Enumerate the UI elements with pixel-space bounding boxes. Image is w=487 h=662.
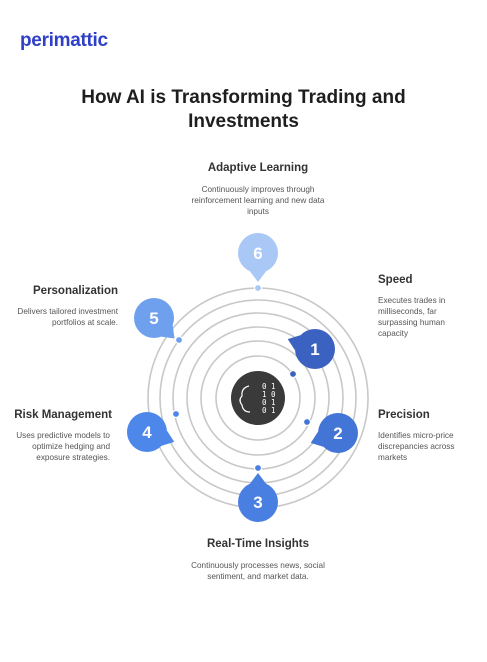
step-4-desc: Uses predictive models to optimize hedgi… [16, 431, 110, 462]
ring-1 [215, 355, 301, 441]
step-2-desc: Identifies micro-price discrepancies acr… [378, 431, 455, 462]
connector-dot-3 [253, 463, 263, 473]
step-4-label: Risk Management [14, 409, 112, 421]
step-6-desc: Continuously improves through reinforcem… [191, 185, 325, 216]
center-hub [231, 371, 285, 425]
step-badge-circle-1 [295, 329, 335, 369]
step-badge-tail-1 [287, 335, 301, 351]
step-badge-tail-6 [249, 271, 267, 282]
step-badge-number-6: 6 [253, 244, 262, 263]
step-badge-circle-2 [318, 413, 358, 453]
connector-dot-6 [253, 283, 263, 293]
connector-dot-5 [174, 335, 184, 345]
step-3-desc: Continuously processes news, social sent… [191, 561, 325, 581]
step-badge-tail-2 [310, 431, 324, 447]
step-2-label: Precision [378, 409, 430, 421]
step-badge-number-1: 1 [310, 340, 319, 359]
step-badges: 1 2 3 4 5 6 [127, 233, 358, 522]
step-6-label: Adaptive Learning [207, 162, 309, 174]
step-3-label: Real-Time Insights [206, 538, 310, 550]
step-badge-2: 2 [310, 413, 358, 453]
step-1-desc: Executes trades in milliseconds, far sur… [378, 296, 446, 338]
brain-icon [239, 385, 251, 413]
step-badge-3: 3 [238, 473, 278, 522]
step-badge-4: 4 [127, 412, 175, 452]
step-badge-circle-5 [134, 298, 174, 338]
connector-dots [171, 283, 312, 473]
connector-dot-4 [171, 409, 181, 419]
binary-line-2: 1 0 [262, 390, 276, 399]
step-badge-number-5: 5 [149, 309, 158, 328]
step-badge-circle-4 [127, 412, 167, 452]
step-badge-5: 5 [134, 298, 175, 339]
step-1-label: Speed [378, 274, 413, 286]
step-badge-number-4: 4 [142, 423, 152, 442]
step-badge-number-3: 3 [253, 493, 262, 512]
step-5-desc: Delivers tailored investment portfolios … [17, 307, 118, 327]
step-badge-circle-3 [238, 482, 278, 522]
step-badge-number-2: 2 [333, 424, 342, 443]
ring-2 [200, 340, 316, 456]
step-badge-tail-4 [161, 430, 175, 446]
connector-dot-1 [288, 369, 298, 379]
binary-line-3: 0 1 [262, 398, 276, 407]
perimattic-logo[interactable]: perimattic [20, 30, 108, 51]
step-5-label: Personalization [33, 285, 118, 297]
connector-dot-2 [302, 417, 312, 427]
binary-line-4: 0 1 [262, 406, 276, 415]
step-badge-1: 1 [287, 329, 335, 369]
binary-line-1: 0 1 [262, 382, 276, 391]
step-badge-circle-6 [238, 233, 278, 273]
step-badge-6: 6 [238, 233, 278, 282]
page-title: How AI is Transforming Trading and Inves… [81, 87, 406, 132]
step-badge-tail-3 [249, 473, 267, 484]
